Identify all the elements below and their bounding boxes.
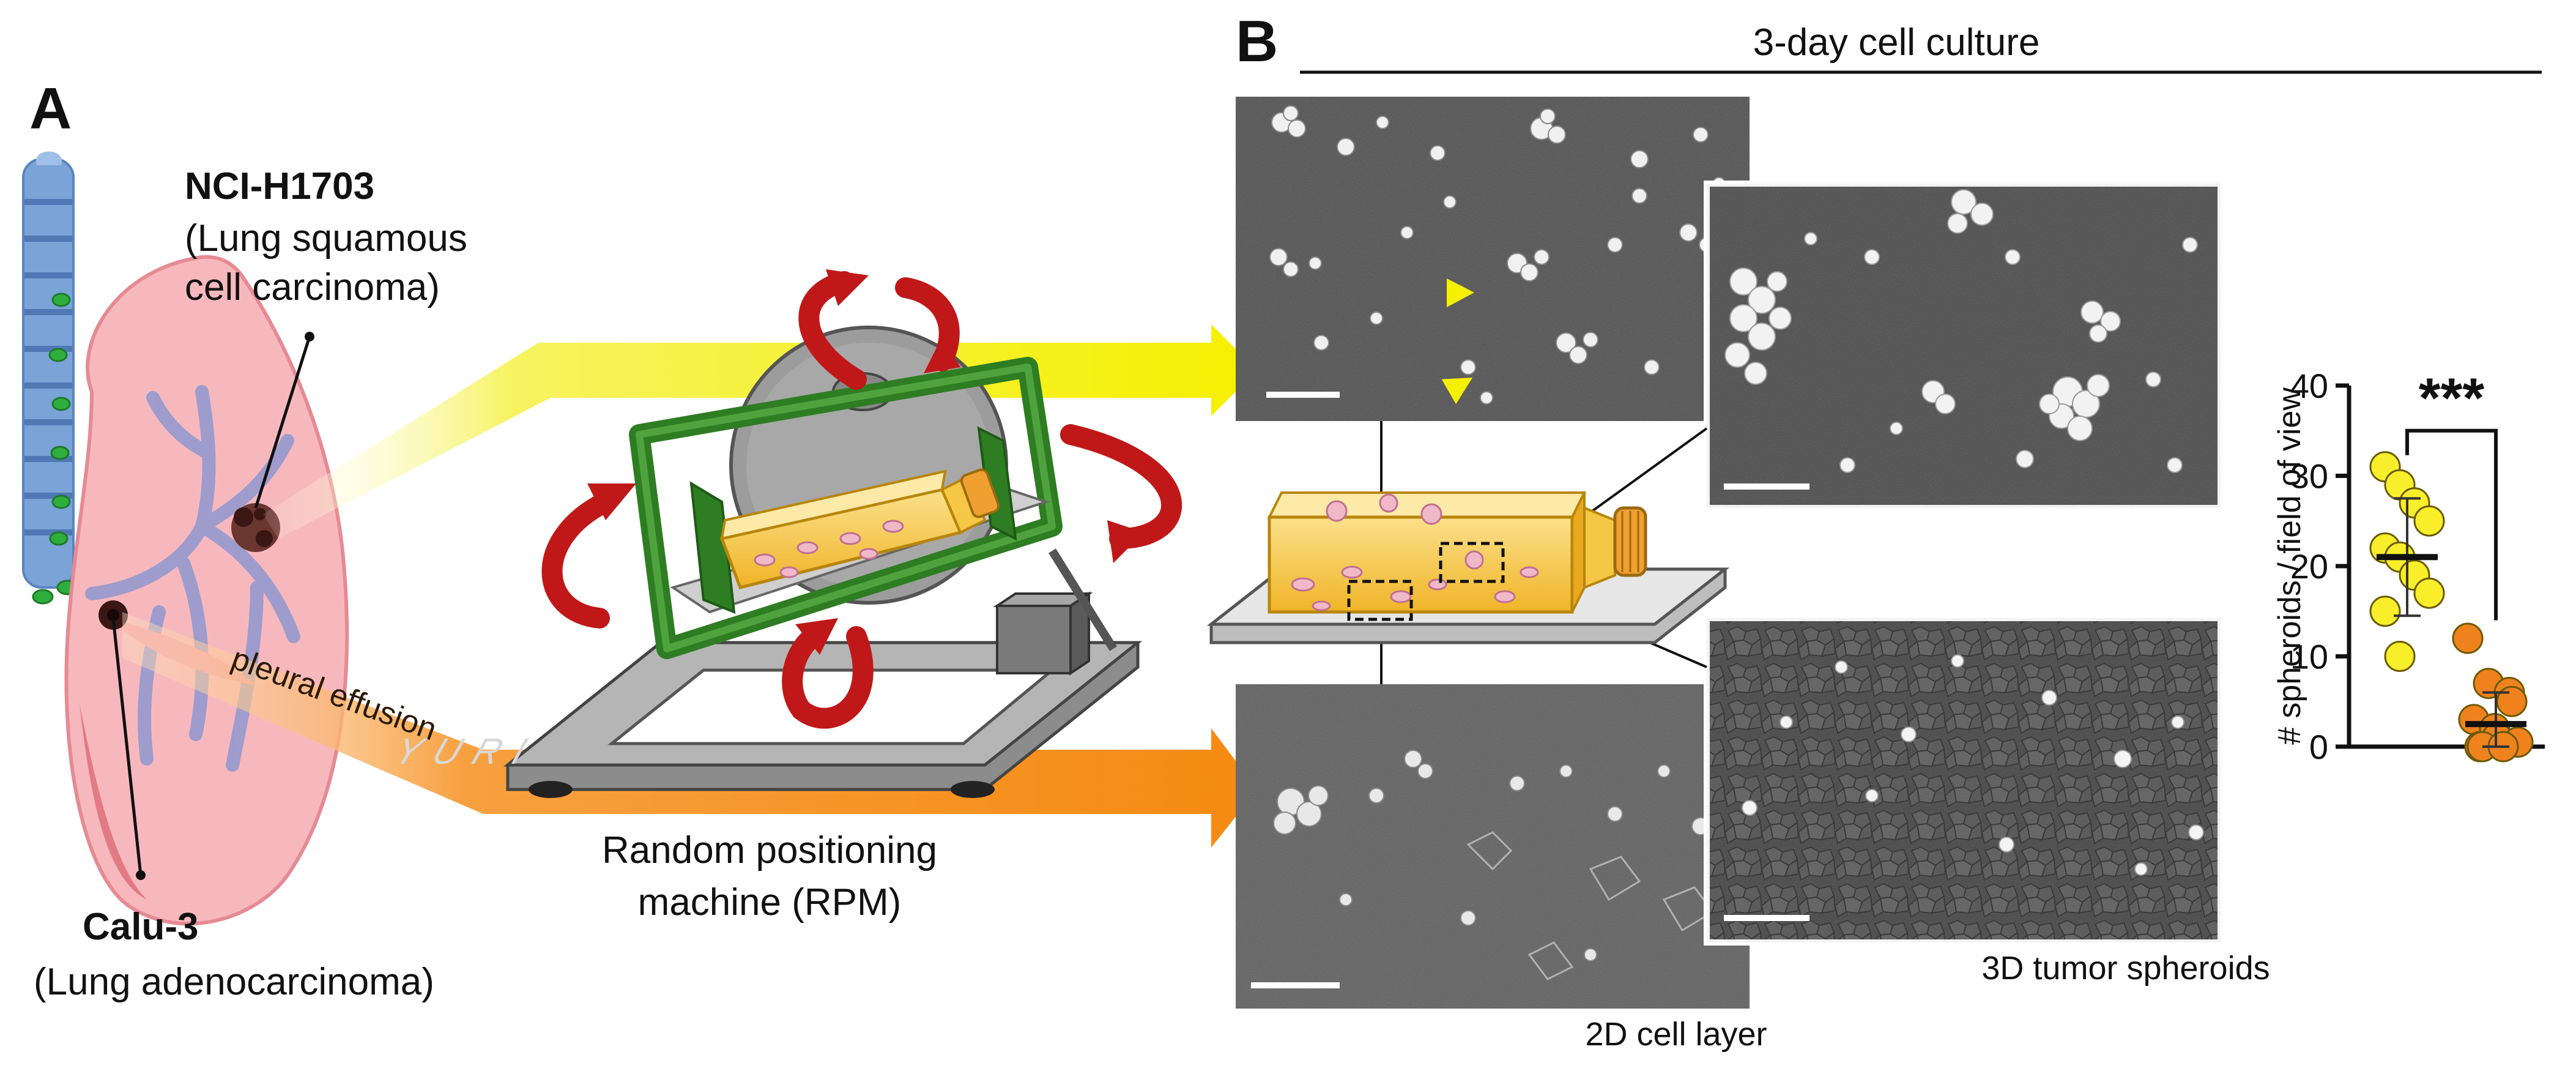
y-tick-label: 10 bbox=[2290, 638, 2328, 676]
panel-a-letter: A bbox=[29, 76, 72, 141]
callout-line-calu3 bbox=[111, 618, 143, 876]
data-point bbox=[2384, 641, 2416, 672]
arrowhead-marker-2 bbox=[1441, 377, 1473, 405]
micrograph-calu3-3d bbox=[1704, 615, 2224, 946]
cell-line-2-desc: (Lung adenocarcinoma) bbox=[34, 961, 434, 1003]
tumor-calu3 bbox=[98, 600, 128, 630]
y-tick-label: 40 bbox=[2290, 367, 2328, 405]
data-point bbox=[2369, 595, 2401, 627]
significance-bracket bbox=[2405, 428, 2498, 621]
data-point bbox=[2413, 577, 2445, 609]
micrograph-calu3-2d bbox=[1236, 684, 1750, 1009]
y-tick-label: 20 bbox=[2290, 547, 2328, 586]
roi-2d-box bbox=[1347, 580, 1413, 621]
bronchi bbox=[85, 385, 300, 772]
rotation-arrows bbox=[541, 271, 1182, 729]
data-point bbox=[2496, 685, 2528, 717]
cell-line-2-name: Calu-3 bbox=[83, 906, 198, 948]
lung-illustration bbox=[22, 151, 349, 926]
panel-b-title: 3-day cell culture bbox=[1753, 21, 2040, 64]
roi-3d-box bbox=[1439, 542, 1505, 583]
data-point bbox=[2413, 505, 2445, 537]
rpm-brand-label: YURI bbox=[389, 731, 546, 772]
lung-body bbox=[64, 255, 349, 926]
significance-label: *** bbox=[2419, 367, 2485, 430]
spheroid-count-chart: 0 10 20 30 40# spheroids / field of view *** bbox=[2272, 367, 2545, 766]
rpm-flask bbox=[719, 468, 1000, 589]
arrowhead-marker-1 bbox=[1447, 278, 1474, 307]
cell-line-1-name: NCI-H1703 bbox=[185, 165, 374, 207]
y-tick-label: 30 bbox=[2290, 457, 2328, 496]
cell-line-1-desc-line1: (Lung squamous bbox=[185, 217, 467, 259]
y-axis-label: # spheroids / field of view bbox=[2272, 387, 2307, 745]
rpm-label-line2: machine (RPM) bbox=[638, 881, 902, 924]
callout-dot-calu3 bbox=[136, 870, 146, 880]
cell-line-1-desc-line2: cell carcinoma) bbox=[185, 266, 440, 308]
panel-b-letter: B bbox=[1236, 9, 1278, 74]
micrograph-h1703-3d bbox=[1704, 181, 2224, 511]
rpm-label-line1: Random positioning bbox=[602, 829, 937, 871]
rpm-machine: YURI bbox=[389, 269, 1182, 798]
culture-flask-schematic bbox=[1206, 491, 1730, 644]
caption-2d-cell-layer: 2D cell layer bbox=[1585, 1016, 1767, 1053]
caption-3d-spheroids: 3D tumor spheroids bbox=[1981, 950, 2270, 987]
micrograph-h1703-2d bbox=[1236, 97, 1750, 421]
callout-line-h1703 bbox=[254, 336, 311, 509]
data-point bbox=[2452, 622, 2484, 654]
y-tick-label: 0 bbox=[2309, 728, 2328, 766]
callout-dot-h1703 bbox=[305, 332, 314, 341]
